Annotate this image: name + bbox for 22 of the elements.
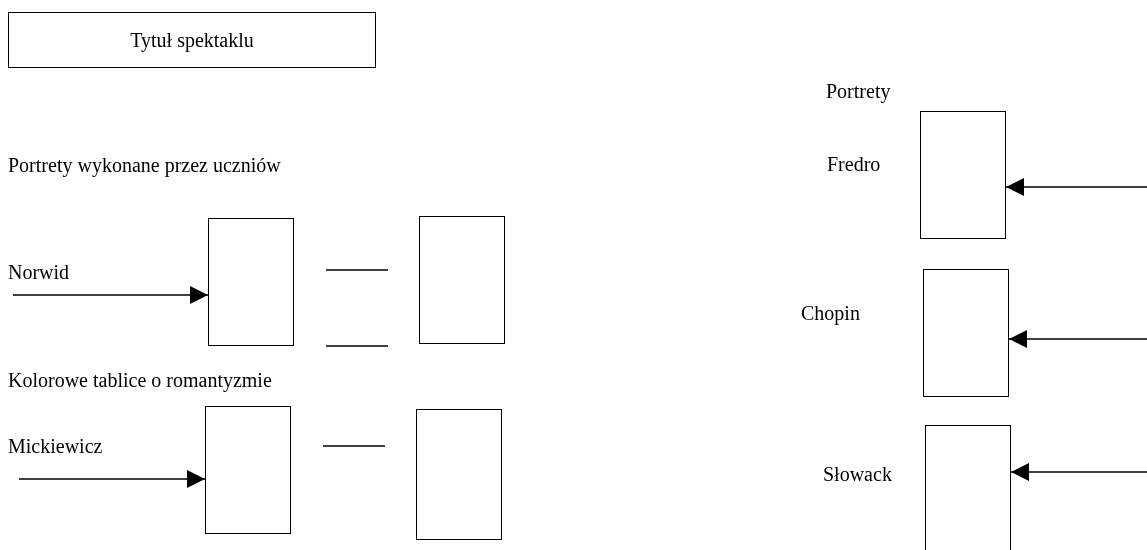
arrow [1005, 178, 1147, 196]
portrait-frame [205, 406, 291, 534]
portrait-name: Chopin [801, 303, 860, 323]
portrait-frame [925, 425, 1011, 550]
section-heading: Portrety wykonane przez uczniów [8, 155, 281, 175]
title-text: Tytuł spektaklu [129, 28, 255, 52]
arrow [18, 470, 206, 488]
title-box [8, 12, 376, 68]
portrait-frame [923, 269, 1009, 397]
portrait-frame [920, 111, 1006, 239]
portrait-frame [419, 216, 505, 344]
arrow [1010, 463, 1147, 481]
portrait-name: Norwid [8, 262, 70, 282]
arrow [1008, 330, 1147, 348]
portrait-name: Słowack [823, 464, 892, 484]
portrait-name: Mickiewicz [8, 436, 103, 456]
portrait-name: Fredro [827, 154, 881, 174]
portrait-frame [208, 218, 294, 346]
portrait-frame [416, 409, 502, 540]
section-heading: Kolorowe tablice o romantyzmie [8, 370, 272, 390]
section-heading: Portrety [826, 81, 891, 101]
arrow [12, 286, 209, 304]
